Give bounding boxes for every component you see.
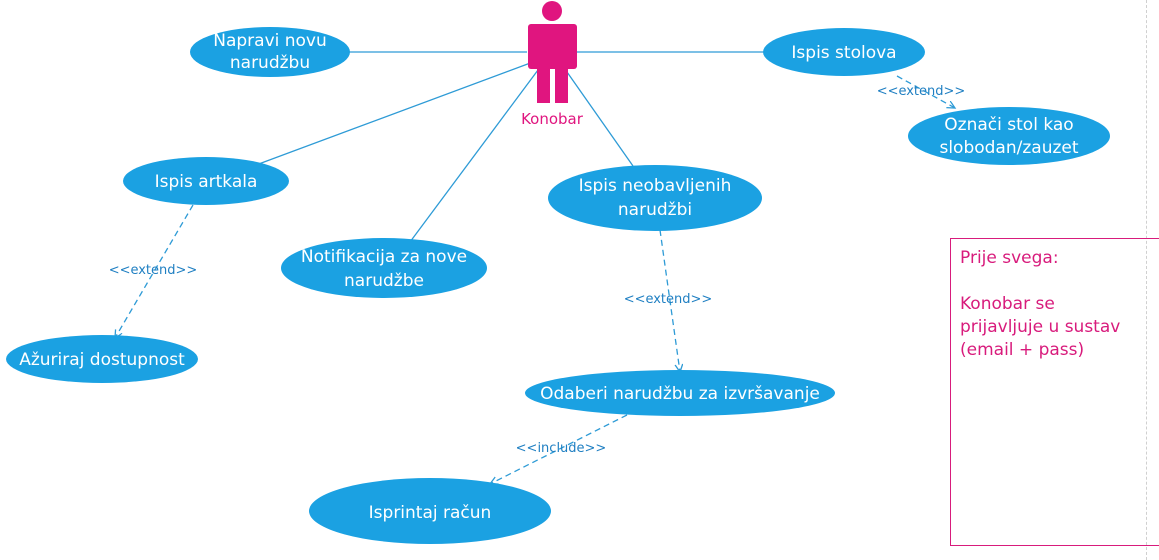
actor-icon[interactable] xyxy=(528,1,577,103)
note-box: Prije svega: Konobar se prijavljuje u su… xyxy=(950,238,1159,546)
use-case-notifikacija[interactable]: Notifikacija za nove narudžbe xyxy=(281,238,487,298)
note-heading: Prije svega: xyxy=(960,248,1059,268)
use-case-napravi-line2: narudžbu xyxy=(230,53,310,73)
use-case-ispis-neobavljenih-line2: narudžbi xyxy=(618,200,692,220)
use-case-oznaci-stol-line1: Označi stol kao xyxy=(944,115,1073,135)
extend-label-stolovi: <<extend>> xyxy=(877,84,966,99)
actor-label: Konobar xyxy=(521,110,584,128)
dependencies xyxy=(115,75,955,484)
note-line-3: (email + pass) xyxy=(960,340,1085,360)
note-line-2: prijavljuje u sustav xyxy=(960,317,1121,337)
note-line-1: Konobar se xyxy=(960,294,1055,314)
extend-label-neobavljenih: <<extend>> xyxy=(624,292,713,307)
use-case-notifikacija-line2: narudžbe xyxy=(344,271,424,291)
use-case-ispis-neobavljenih-line1: Ispis neobavljenih xyxy=(579,176,732,196)
include-label-odaberi: <<include>> xyxy=(516,441,607,456)
use-case-ispis-artkala[interactable]: Ispis artkala xyxy=(123,157,289,205)
use-case-azuriraj-label: Ažuriraj dostupnost xyxy=(19,350,185,370)
note-spacer xyxy=(960,270,1159,293)
use-case-ispis-artkala-label: Ispis artkala xyxy=(155,172,258,192)
extend-stolovi-line xyxy=(896,75,955,108)
extend-label-artkala: <<extend>> xyxy=(109,263,198,278)
assoc-notifikacija xyxy=(409,69,539,243)
associations xyxy=(255,51,764,243)
use-case-azuriraj[interactable]: Ažuriraj dostupnost xyxy=(6,335,198,383)
use-case-oznaci-stol[interactable]: Označi stol kao slobodan/zauzet xyxy=(908,107,1110,165)
use-case-odaberi[interactable]: Odaberi narudžbu za izvršavanje xyxy=(525,370,835,416)
use-case-ispis-neobavljenih[interactable]: Ispis neobavljenih narudžbi xyxy=(548,165,762,231)
use-case-oznaci-stol-line2: slobodan/zauzet xyxy=(939,138,1078,158)
page-edge-guide xyxy=(1146,0,1148,560)
use-case-napravi[interactable]: Napravi novu narudžbu xyxy=(190,27,350,77)
use-case-isprintaj[interactable]: Isprintaj račun xyxy=(309,478,551,544)
include-odaberi-line xyxy=(490,414,628,484)
use-case-odaberi-label: Odaberi narudžbu za izvršavanje xyxy=(540,384,820,404)
use-case-ispis-stolova[interactable]: Ispis stolova xyxy=(763,28,925,76)
use-case-notifikacija-line1: Notifikacija za nove xyxy=(301,247,467,267)
use-case-napravi-line1: Napravi novu xyxy=(213,31,327,51)
extend-neobavljenih-line xyxy=(659,229,680,372)
assoc-ispis-neobavljenih xyxy=(566,71,634,167)
use-case-isprintaj-label: Isprintaj račun xyxy=(369,503,492,523)
assoc-ispis-artkala xyxy=(255,61,534,166)
extend-artkala-line xyxy=(115,204,194,338)
use-case-ispis-stolova-label: Ispis stolova xyxy=(791,43,896,63)
